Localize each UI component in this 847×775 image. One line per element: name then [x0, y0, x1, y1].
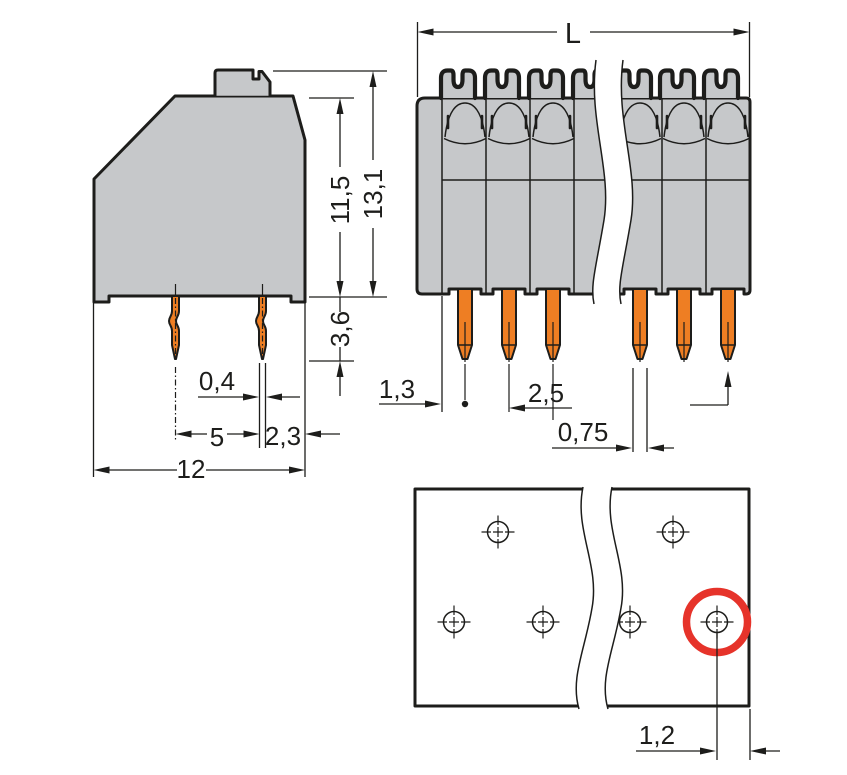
dim-pin-length-label: 3,6	[325, 311, 355, 347]
dim-line-L	[416, 22, 751, 97]
clamp-button	[485, 71, 519, 99]
clamp-button	[660, 71, 694, 99]
insertion-direction-arrow	[724, 371, 732, 387]
dim-front-pin-width-label: 0,75	[558, 417, 609, 447]
solder-pin	[255, 295, 267, 360]
extension-lines	[273, 70, 387, 362]
front-view-housing	[415, 71, 752, 296]
dim-length-label: L	[565, 18, 581, 50]
clamp-button	[529, 71, 563, 99]
insertion-direction-line	[690, 377, 729, 406]
dim-pin-spacing-label: 5	[210, 422, 224, 452]
side-view: 11,5 13,1 3,6 0,4 5 2,3 12	[92, 68, 388, 484]
dim-edge-to-pin-label: 1,3	[379, 374, 415, 404]
pin-center-dot	[461, 400, 469, 408]
dim-arrowheads-0-4	[243, 393, 282, 401]
clamp-button	[441, 71, 475, 99]
side-view-push-tab	[213, 68, 272, 96]
dim-pitch-label: 2,5	[528, 378, 564, 408]
side-view-housing	[92, 68, 307, 304]
solder-pin	[168, 295, 180, 360]
clamp-cavities	[443, 102, 750, 145]
dim-pin-to-edge-label: 2,3	[265, 421, 301, 451]
drilling-plan: 1,2	[413, 486, 780, 760]
front-view-pins	[457, 288, 736, 360]
drilling-plan-dimensions: 1,2	[636, 633, 780, 760]
front-view-length-dimension: L	[416, 18, 751, 97]
side-view-dimensions: 11,5 13,1 3,6 0,4 5 2,3 12	[92, 70, 388, 484]
front-view-dimensions: 1,3 2,5 0,75	[379, 296, 732, 452]
hole-extension-lines	[716, 633, 751, 760]
clamp-button	[704, 71, 738, 99]
dim-arrowheads-1-2	[700, 747, 766, 755]
dim-body-height-label: 11,5	[325, 176, 355, 225]
dim-arrowheads-5-2-3	[175, 430, 321, 438]
dim-pin-width-label: 0,4	[199, 366, 235, 396]
front-view-pole-lines	[441, 98, 750, 294]
pitch-extension-lines	[508, 364, 554, 420]
front-view-body	[415, 96, 752, 296]
dim-lines-0-75	[552, 368, 674, 452]
pin-centerlines	[464, 322, 729, 362]
break-symbol-pcb	[575, 486, 624, 710]
dim-hole-to-edge-label: 1,2	[639, 720, 675, 750]
width-extension-lines	[92, 297, 306, 477]
break-symbol-front	[591, 59, 634, 305]
dim-total-height-label: 13,1	[358, 169, 388, 220]
dim-arrowheads-0-75	[616, 444, 664, 452]
dim-arrowhead-1-3	[425, 400, 441, 408]
side-view-pins	[168, 295, 267, 360]
pin2-edge-ext-lines	[258, 363, 267, 448]
dim-total-width-label: 12	[177, 454, 206, 484]
dim-arrowhead-2-5	[509, 404, 525, 412]
dim-arrowheads	[336, 71, 377, 377]
front-view: L	[379, 18, 752, 452]
side-view-body	[92, 94, 307, 304]
